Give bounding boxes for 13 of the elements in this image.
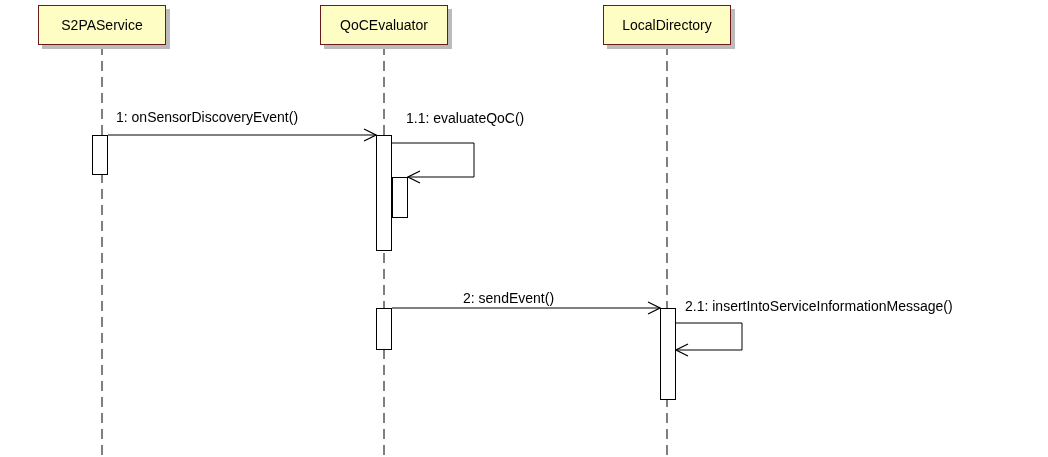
message-arrow xyxy=(391,301,661,315)
message-arrow xyxy=(675,322,743,357)
message-label: 2: sendEvent() xyxy=(462,290,556,306)
message-arrow xyxy=(107,128,377,142)
activation-bar xyxy=(376,308,392,350)
message-arrow xyxy=(391,142,475,184)
activation-bar xyxy=(392,177,408,218)
activation-bar xyxy=(660,308,676,400)
message-label: 1.1: evaluateQoC() xyxy=(405,110,526,126)
message-label: 2.1: insertIntoServiceInformationMessage() xyxy=(684,298,954,314)
activation-bar xyxy=(376,135,392,251)
message-label: 1: onSensorDiscoveryEvent() xyxy=(115,109,300,125)
activation-bar xyxy=(92,135,108,175)
